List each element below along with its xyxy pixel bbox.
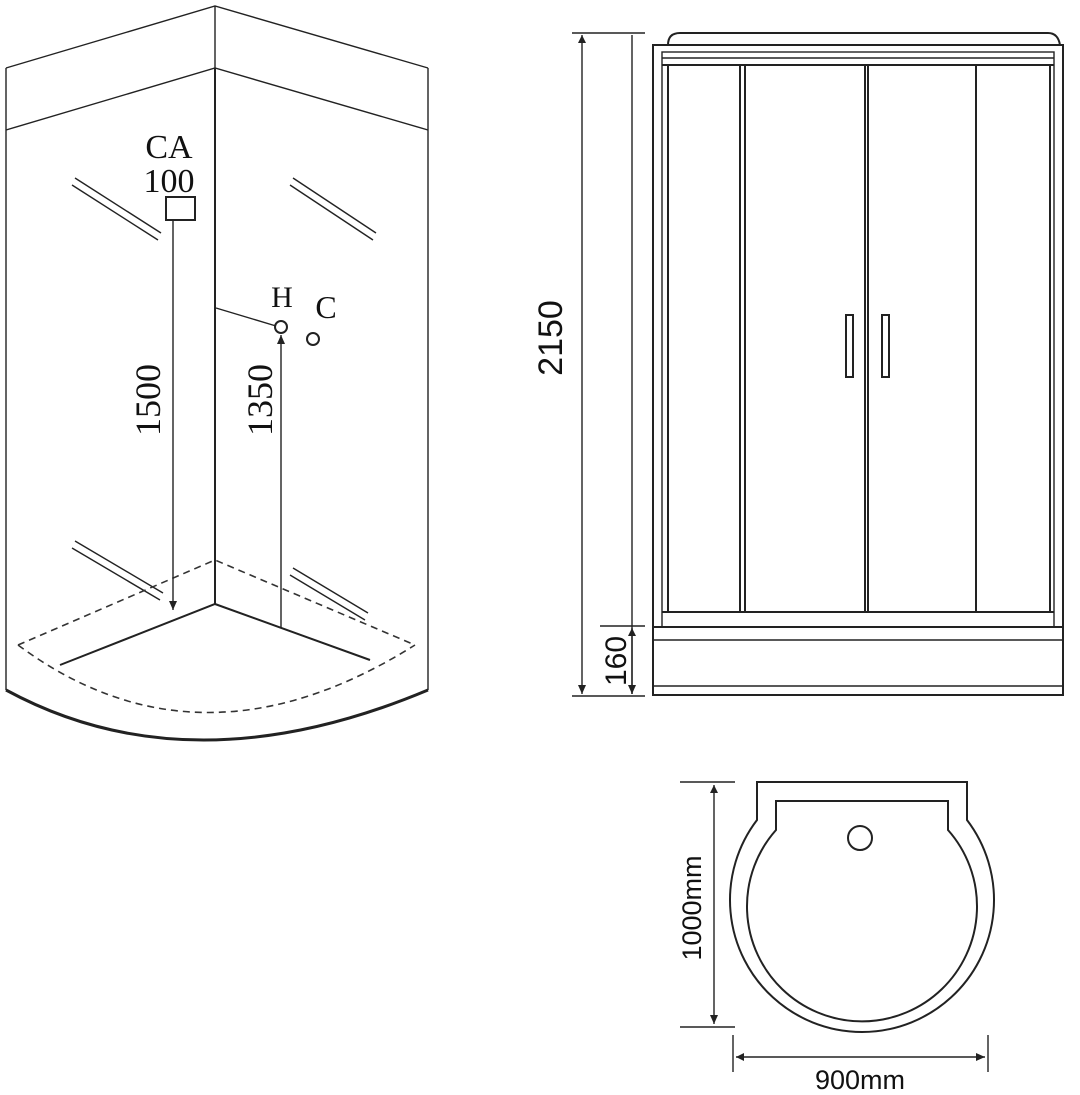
hot-label: H <box>271 281 293 314</box>
glass-reflections <box>71 177 377 621</box>
total-height-label: 2150 <box>532 300 570 376</box>
cold-water-inlet <box>306 332 320 346</box>
plan-view: 1000mm 900mm <box>677 781 995 1095</box>
front-view: 2150 160 <box>532 32 1064 697</box>
tray-height-label: 160 <box>600 636 633 686</box>
tray-outer-outline <box>729 781 995 1033</box>
left-door-handle <box>845 314 854 378</box>
mixer-height-label: 1350 <box>240 364 280 436</box>
depth-label: 1000mm <box>677 855 707 960</box>
perspective-view: CA 100 H C 1500 1350 <box>5 5 429 742</box>
hot-water-inlet <box>274 320 288 334</box>
right-door-handle <box>881 314 890 378</box>
shower-tray <box>5 559 429 742</box>
front-tray <box>652 626 1064 696</box>
ca-label: CA <box>145 129 193 166</box>
drain-icon <box>847 825 873 851</box>
cold-label: C <box>315 289 336 325</box>
ca-outlet-box <box>165 196 196 221</box>
tray-inner-outline <box>746 800 978 1023</box>
width-label: 900mm <box>815 1065 905 1095</box>
ca-size-label: 100 <box>144 163 195 200</box>
ca-height-label: 1500 <box>128 364 168 436</box>
